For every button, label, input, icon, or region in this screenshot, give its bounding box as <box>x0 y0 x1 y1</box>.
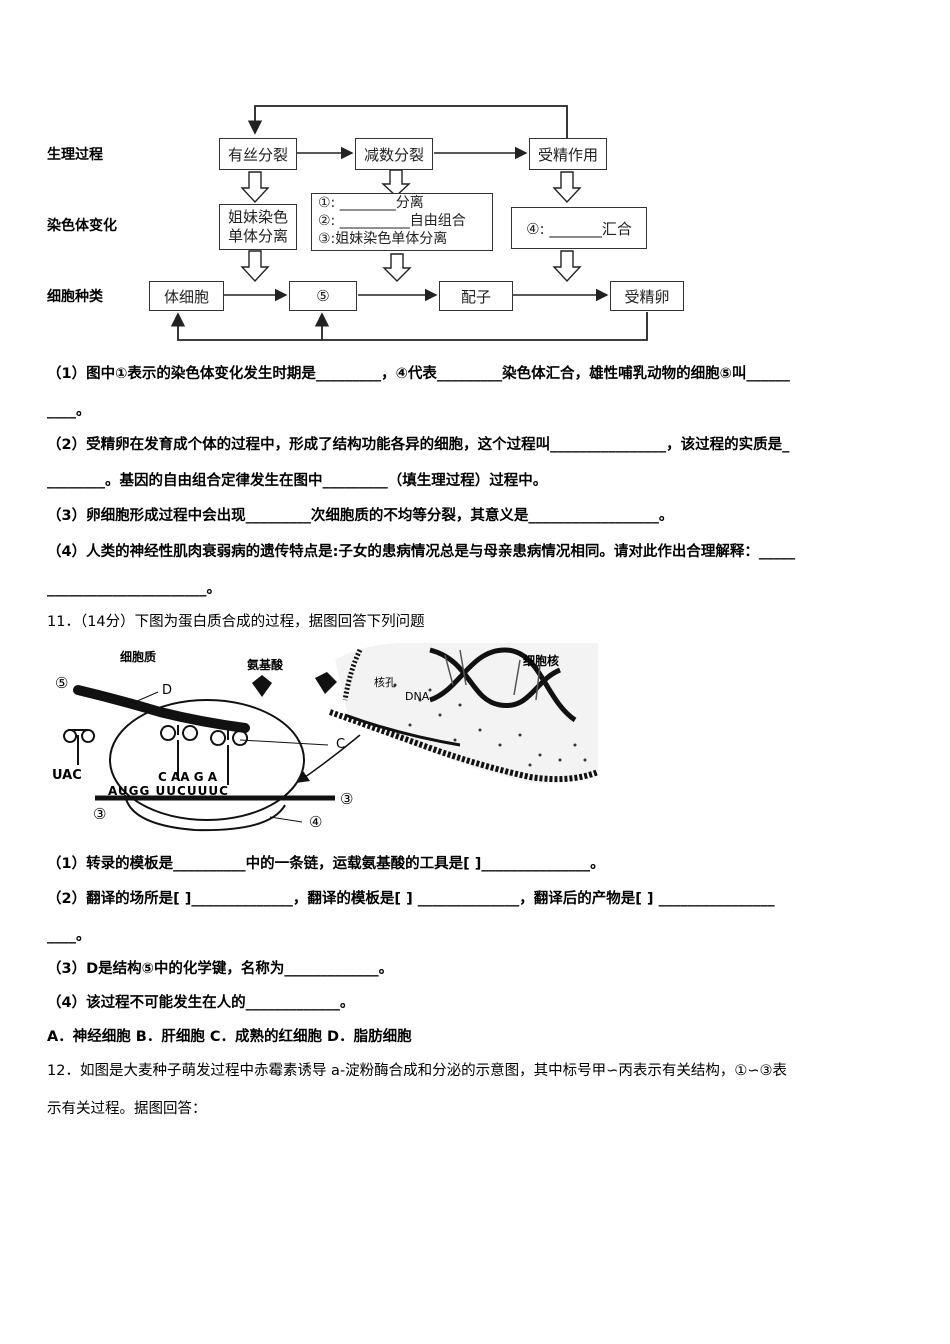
box-mitosis: 有丝分裂 <box>219 138 297 170</box>
q10-line5: （3）卵细胞形成过程中会出现_________次细胞质的不均等分裂，其意义是__… <box>47 508 674 524</box>
box-cell-5: ⑤ <box>289 281 357 311</box>
box-gamete: 配子 <box>439 281 513 311</box>
box-fertilization-change: ④: _______汇合 <box>511 207 647 249</box>
q11-line4: （3）D是结构⑤中的化学键，名称为_____________。 <box>47 961 394 977</box>
q11-line1: （1）转录的模板是__________中的一条链，运载氨基酸的工具是[ ]___… <box>47 856 605 872</box>
q10-line2: ____。 <box>47 403 91 419</box>
box-zygote: 受精卵 <box>610 281 684 311</box>
label-5: ⑤ <box>55 674 69 692</box>
label-amino-acid: 氨基酸 <box>247 658 284 672</box>
q12-line2: 示有关过程。据图回答： <box>47 1101 207 1117</box>
row-label-cell-type: 细胞种类 <box>47 289 103 305</box>
box-mitosis-change: 姐妹染色 单体分离 <box>219 204 297 250</box>
meiosis-change-2: ②: __________自由组合 <box>318 213 466 229</box>
q11-line3: ____。 <box>47 928 91 944</box>
q10-line4: ________。基因的自由组合定律发生在图中_________（填生理过程）过… <box>47 473 548 489</box>
box-fertilization: 受精作用 <box>529 138 607 170</box>
label-codons: C AA G A <box>158 770 218 784</box>
row-label-chromosome: 染色体变化 <box>47 218 117 234</box>
box-meiosis-change: ①: ________分离 ②: __________自由组合 ③:姐妹染色单体… <box>311 193 493 251</box>
label-c: C <box>336 737 346 752</box>
meiosis-change-1: ①: ________分离 <box>318 195 424 211</box>
box-meiosis: 减数分裂 <box>355 138 433 170</box>
box-somatic-cell: 体细胞 <box>149 281 224 311</box>
label-3-left: ③ <box>93 805 107 823</box>
q11-options: A．神经细胞 B．肝细胞 C．成熟的红细胞 D．脂肪细胞 <box>47 1029 412 1045</box>
label-pore: 核孔 <box>374 676 396 689</box>
label-nucleus: 细胞核 <box>523 654 560 668</box>
q10-line3: （2）受精卵在发育成个体的过程中，形成了结构功能各异的细胞，这个过程叫_____… <box>47 437 790 453</box>
q10-line6: （4）人类的神经性肌肉衰弱病的遗传特点是:子女的患病情况总是与母亲患病情况相同。… <box>47 544 796 560</box>
q11-title: 11．（14分）下图为蛋白质合成的过程，据图回答下列问题 <box>47 614 425 630</box>
q11-line2: （2）翻译的场所是[ ]______________，翻译的模板是[ ] ___… <box>47 891 775 907</box>
label-4: ④ <box>309 813 323 831</box>
label-3-right: ③ <box>340 790 354 808</box>
meiosis-change-3: ③:姐妹染色单体分离 <box>318 231 448 247</box>
label-mrna-seq: AUGG UUCUUUC <box>108 784 229 798</box>
q10-line1: （1）图中①表示的染色体变化发生时期是_________，④代表________… <box>47 366 790 382</box>
q10-line7: ______________________。 <box>47 581 221 597</box>
mitosis-change-line2-text: 单体分离 <box>227 227 288 245</box>
q12-line1: 12．如图是大麦种子萌发过程中赤霉素诱导 a-淀粉酶合成和分泌的示意图，其中标号… <box>47 1063 787 1079</box>
label-dna: DNA <box>405 690 430 703</box>
label-cytoplasm: 细胞质 <box>120 650 157 664</box>
label-d: D <box>162 683 173 698</box>
row-label-process: 生理过程 <box>47 147 103 163</box>
q11-line5: （4）该过程不可能发生在人的_____________。 <box>47 995 355 1011</box>
mitosis-change-line1-text: 姐妹染色 <box>227 208 288 226</box>
protein-synthesis-drawing <box>63 643 600 832</box>
diagram-arrows <box>170 105 648 341</box>
label-uac: UAC <box>52 768 82 783</box>
